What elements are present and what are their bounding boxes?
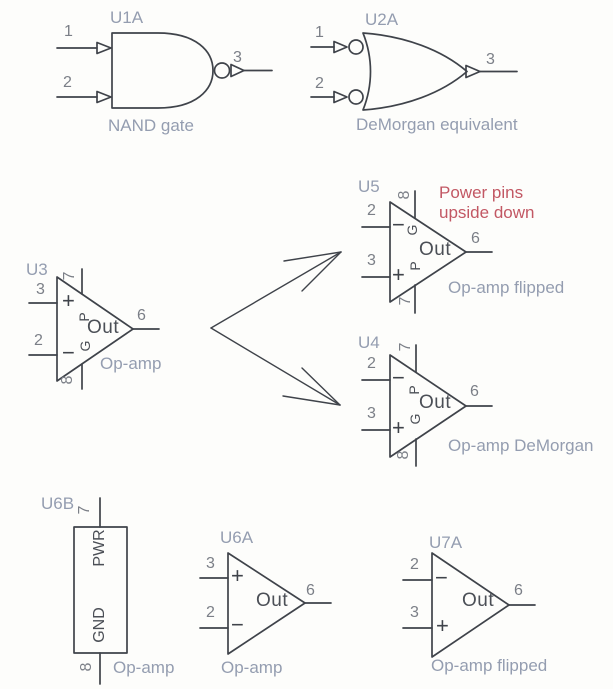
u5-inv-pin-number: 2 bbox=[367, 202, 376, 219]
u5-power-bottom-pin-number: 7 bbox=[397, 296, 414, 306]
u7a-out-label: Out bbox=[462, 590, 495, 611]
u5-caption: Op-amp flipped bbox=[448, 278, 565, 297]
u6a-inv-pin-number: 2 bbox=[206, 604, 215, 621]
u3-minus-sign: − bbox=[62, 340, 75, 365]
u4-output-pin-number: 6 bbox=[470, 383, 479, 400]
arrow-up-shaft bbox=[210, 251, 342, 329]
u3-opamp-symbol bbox=[28, 268, 160, 390]
u1a-input1-pin-arrow-icon bbox=[96, 41, 112, 55]
u1a-inversion-bubble bbox=[213, 62, 231, 79]
annotation-line1: Power pins bbox=[439, 183, 524, 202]
u6a-minus-sign: − bbox=[231, 612, 244, 637]
u4-triangle bbox=[389, 354, 467, 458]
u1a-body bbox=[111, 32, 214, 109]
annotation-line2: upside down bbox=[439, 203, 535, 222]
u7a-output-pin-number: 6 bbox=[514, 582, 523, 599]
u1a-pin2-number: 2 bbox=[63, 74, 72, 91]
u6b-ref-designator: U6B bbox=[41, 494, 75, 513]
arrow-up-barb1 bbox=[283, 251, 342, 262]
u4-power-bottom-pin-number: 8 bbox=[395, 450, 412, 460]
u3-power-top-pin-number: 7 bbox=[61, 271, 78, 281]
u7a-ref-designator: U7A bbox=[429, 533, 463, 552]
u2a-or-gate-symbol bbox=[310, 32, 518, 111]
u2a-output-pin-arrow-icon bbox=[465, 64, 481, 79]
u1a-caption: NAND gate bbox=[108, 116, 194, 135]
u2a-input2-inversion-bubble bbox=[348, 89, 364, 105]
u3-triangle bbox=[56, 276, 134, 382]
u2a-ref-designator: U2A bbox=[365, 10, 399, 29]
u6b-gnd-pin-number: 8 bbox=[78, 662, 95, 672]
u5-out-label: Out bbox=[419, 239, 452, 260]
u7a-minus-sign: − bbox=[435, 565, 448, 590]
u1a-pin3-number: 3 bbox=[233, 49, 242, 66]
u3-plus-sign: + bbox=[62, 288, 75, 313]
u6a-triangle bbox=[227, 552, 306, 655]
u6b-caption: Op-amp bbox=[113, 658, 175, 677]
u5-output-pin-number: 6 bbox=[471, 230, 480, 247]
divergence-arrows bbox=[210, 251, 342, 406]
u3-ref-designator: U3 bbox=[26, 260, 48, 279]
u1a-input2-pin-arrow-icon bbox=[96, 90, 112, 104]
u1a-output-pin-arrow-icon bbox=[230, 63, 245, 78]
u2a-input2-pin-arrow-icon bbox=[333, 90, 348, 104]
u4-plus-sign: + bbox=[392, 415, 405, 440]
u7a-triangle bbox=[431, 552, 510, 658]
arrow-down-barb1 bbox=[282, 395, 341, 406]
u7a-plus-sign: + bbox=[436, 613, 449, 638]
u1a-ref-designator: U1A bbox=[110, 8, 144, 27]
u4-power-top-pin-number: 7 bbox=[397, 342, 414, 352]
u4-caption: Op-amp DeMorgan bbox=[448, 436, 594, 455]
u5-plus-sign: + bbox=[392, 262, 405, 287]
u2a-input1-inversion-bubble bbox=[348, 39, 364, 55]
arrow-up-barb2 bbox=[301, 251, 342, 292]
arrow-down-barb2 bbox=[301, 367, 341, 406]
u4-opamp-symbol bbox=[361, 344, 493, 467]
u4-inv-pin-number: 2 bbox=[367, 355, 376, 372]
u5-opamp-symbol bbox=[361, 190, 493, 314]
u1a-pin1-number: 1 bbox=[64, 23, 73, 40]
u3-output-pin-number: 6 bbox=[137, 307, 146, 324]
u2a-pin2-number: 2 bbox=[315, 75, 324, 92]
u7a-noninv-pin-number: 3 bbox=[410, 604, 419, 621]
u3-out-label: Out bbox=[87, 317, 120, 338]
u6a-output-pin-number: 6 bbox=[306, 582, 315, 599]
u6b-pwr-pin-number: 7 bbox=[76, 505, 93, 515]
u6b-power-unit-symbol bbox=[73, 497, 128, 685]
u5-ref-designator: U5 bbox=[358, 177, 380, 196]
u6a-caption: Op-amp bbox=[221, 658, 283, 677]
u2a-body bbox=[362, 32, 468, 111]
u4-minus-sign: − bbox=[392, 365, 405, 390]
u6a-ref-designator: U6A bbox=[220, 528, 254, 547]
u2a-input1-pin-arrow-icon bbox=[333, 40, 348, 54]
u6b-pwr-label: PWR bbox=[91, 529, 108, 567]
u5-triangle bbox=[389, 201, 467, 303]
u6a-opamp-symbol bbox=[199, 552, 332, 655]
u3-caption: Op-amp bbox=[100, 354, 162, 373]
u2a-caption: DeMorgan equivalent bbox=[356, 115, 518, 134]
u3-noninv-pin-number: 3 bbox=[36, 281, 45, 298]
u5-power-top-pin-number: 8 bbox=[396, 190, 413, 200]
u4-out-label: Out bbox=[419, 392, 452, 413]
u2a-pin1-number: 1 bbox=[315, 24, 324, 41]
u5-noninv-pin-number: 3 bbox=[367, 252, 376, 269]
u4-ref-designator: U4 bbox=[358, 333, 380, 352]
u4-noninv-pin-number: 3 bbox=[367, 405, 376, 422]
arrow-down-shaft bbox=[210, 327, 341, 406]
u6a-out-label: Out bbox=[256, 590, 289, 611]
u6b-gnd-label: GND bbox=[91, 607, 108, 643]
u6a-noninv-pin-number: 3 bbox=[206, 555, 215, 572]
u2a-pin3-number: 3 bbox=[486, 51, 495, 68]
u5-minus-sign: − bbox=[392, 212, 405, 237]
u7a-inv-pin-number: 2 bbox=[410, 556, 419, 573]
u6a-plus-sign: + bbox=[231, 563, 244, 588]
u1a-nand-gate-symbol bbox=[56, 32, 273, 109]
u7a-caption: Op-amp flipped bbox=[431, 656, 548, 675]
u3-power-bottom-pin-number: 8 bbox=[59, 375, 76, 385]
u7a-opamp-symbol bbox=[402, 552, 536, 658]
u3-inv-pin-number: 2 bbox=[34, 332, 43, 349]
